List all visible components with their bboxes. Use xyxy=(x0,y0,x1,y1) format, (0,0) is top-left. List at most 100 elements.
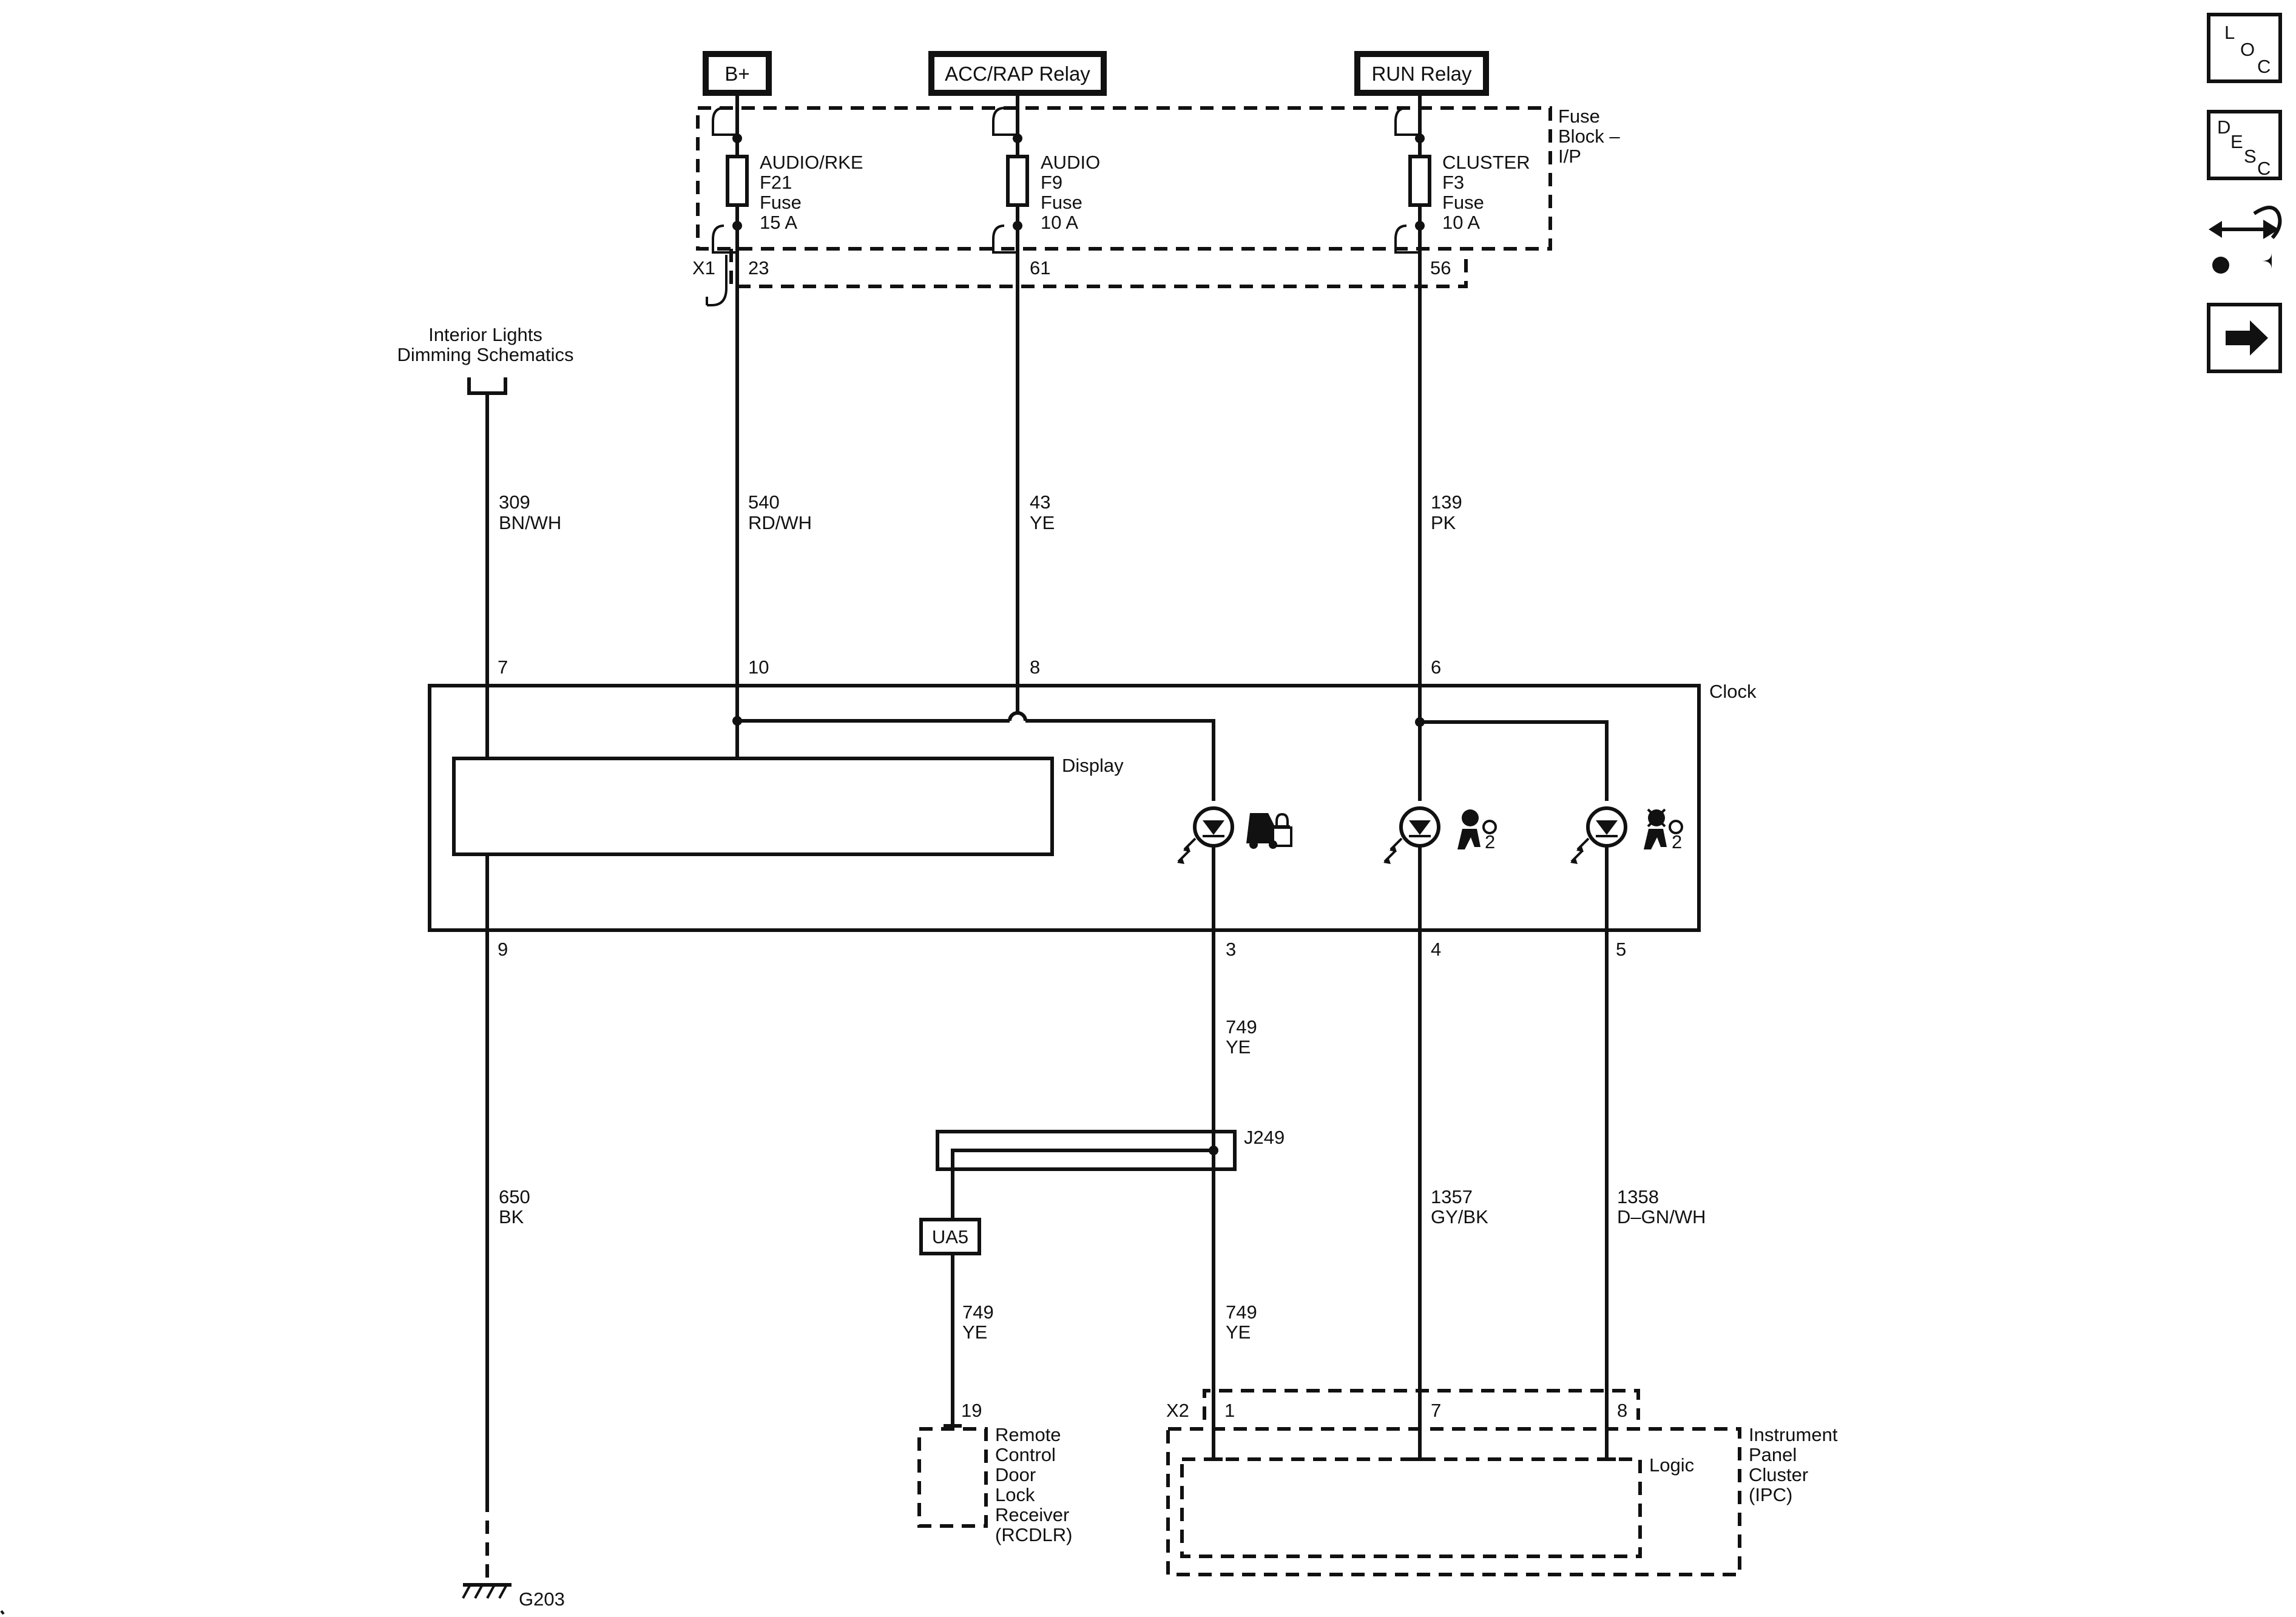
fuse-f3-rating: 10 A xyxy=(1442,212,1480,233)
clock-module: Clock 7 10 8 6 9 3 4 5 Display xyxy=(428,657,1757,960)
source-acc-rap-relay-label: ACC/RAP Relay xyxy=(945,62,1090,85)
source-b-plus-label: B+ xyxy=(724,62,749,85)
desc-letter-1: D xyxy=(2217,116,2230,138)
rcdlr-label-5: Receiver xyxy=(995,1504,1069,1525)
desc-letter-2: E xyxy=(2230,131,2243,152)
ua5-label: UA5 xyxy=(932,1226,968,1247)
interior-lights-label-2: Dimming Schematics xyxy=(397,344,573,365)
wire-309-color: BN/WH xyxy=(499,512,561,533)
next-page-button[interactable] xyxy=(2207,303,2282,373)
rcdlr-pin-19: 19 xyxy=(961,1400,982,1421)
clock-display xyxy=(452,757,1054,856)
ipc-connector-label: X2 xyxy=(1166,1400,1189,1421)
wire-650-color: BK xyxy=(499,1206,524,1227)
fuse-f3-id: F3 xyxy=(1442,172,1464,193)
connector-repair-button[interactable] xyxy=(2209,206,2282,274)
clock-pin-10: 10 xyxy=(748,657,769,678)
fuse-f3-name: CLUSTER xyxy=(1442,152,1530,173)
fuse-block-title-3: I/P xyxy=(1558,146,1581,167)
wire-540-color: RD/WH xyxy=(748,512,812,533)
fuse-f9-id: F9 xyxy=(1041,172,1062,193)
fuse-f9-name: AUDIO xyxy=(1041,152,1100,173)
clock-pin-8: 8 xyxy=(1030,657,1040,678)
airbag-off-indicator-led xyxy=(1570,806,1627,930)
wire-749a-circuit: 749 xyxy=(1226,1016,1257,1038)
clock-pin-3: 3 xyxy=(1226,939,1236,960)
connector-repair-icon xyxy=(2209,206,2282,274)
wire-309-circuit: 309 xyxy=(499,491,530,513)
wire-1358-circuit: 1358 xyxy=(1617,1186,1659,1207)
fuse-block-title-2: Block – xyxy=(1558,126,1620,147)
source-run-relay-label: RUN Relay xyxy=(1371,62,1472,85)
ipc-label-3: Cluster xyxy=(1749,1464,1808,1485)
next-arrow-icon xyxy=(2226,320,2268,356)
wire-139-color: PK xyxy=(1431,512,1456,533)
passenger-airbag-on-icon: 2 xyxy=(1457,809,1497,852)
splice-pack-j249: J249 xyxy=(936,1127,1285,1220)
source-run-relay: RUN Relay xyxy=(1354,51,1489,96)
fuse-f9: AUDIO F9 Fuse 10 A 61 xyxy=(992,93,1100,290)
ground-label: G203 xyxy=(519,1588,565,1610)
splice-j249-label: J249 xyxy=(1244,1127,1285,1148)
ipc-pin-1: 1 xyxy=(1224,1400,1235,1421)
wire-43-circuit: 43 xyxy=(1030,491,1050,513)
rcdlr-module: 19 Remote Control Door Lock Receiver (RC… xyxy=(917,1400,1072,1545)
ipc-pin-7: 7 xyxy=(1431,1400,1441,1421)
passenger-airbag-off-icon: 2 xyxy=(1644,808,1683,852)
airbag-on-indicator-led xyxy=(1383,806,1440,930)
fuse-f21-pin: 23 xyxy=(748,257,769,279)
description-view-button[interactable]: D E S C xyxy=(2207,110,2282,180)
ipc-label-4: (IPC) xyxy=(1749,1484,1792,1505)
clock-pin-5: 5 xyxy=(1616,939,1626,960)
fuse-block-title-1: Fuse xyxy=(1558,106,1600,127)
clock-pin-9: 9 xyxy=(498,939,508,960)
car-lock-icon xyxy=(1246,812,1292,849)
fuse-f21-kind: Fuse xyxy=(760,192,802,213)
fuse-f21-rating: 15 A xyxy=(760,212,797,233)
ipc-pin-8: 8 xyxy=(1617,1400,1627,1421)
rcdlr-label-1: Remote xyxy=(995,1424,1061,1445)
rcdlr-label-2: Control xyxy=(995,1444,1056,1465)
fuse-f3: CLUSTER F3 Fuse 10 A 56 xyxy=(1394,93,1530,290)
fuse-f3-pin: 56 xyxy=(1430,257,1451,279)
fuse-f21-id: F21 xyxy=(760,172,792,193)
desc-letter-4: C xyxy=(2257,158,2271,179)
source-acc-rap-relay: ACC/RAP Relay xyxy=(928,51,1107,96)
wire-139-circuit: 139 xyxy=(1431,491,1462,513)
wire-1358-color: D–GN/WH xyxy=(1617,1206,1706,1227)
wire-1357-color: GY/BK xyxy=(1431,1206,1488,1227)
wire-650-circuit: 650 xyxy=(499,1186,530,1207)
instrument-panel-cluster: X2 1 7 8 Logic Instrument Panel Cluster … xyxy=(1166,1389,1838,1576)
wire-749c-circuit: 749 xyxy=(1226,1301,1257,1323)
loc-letter-2: O xyxy=(2240,39,2255,60)
wire-749a-color: YE xyxy=(1226,1036,1251,1058)
location-view-button[interactable]: L O C xyxy=(2207,13,2282,83)
fuse-f9-pin: 61 xyxy=(1030,257,1050,279)
clock-display-label: Display xyxy=(1062,755,1124,776)
source-b-plus: B+ xyxy=(703,51,772,96)
ground-g203: G203 xyxy=(462,1583,565,1610)
clock-pin-4: 4 xyxy=(1431,939,1441,960)
wire-749c-color: YE xyxy=(1226,1322,1251,1343)
rcdlr-label-3: Door xyxy=(995,1464,1036,1485)
fuse-f21-name: AUDIO/RKE xyxy=(760,152,863,173)
fuse-f9-kind: Fuse xyxy=(1041,192,1082,213)
ipc-label-2: Panel xyxy=(1749,1444,1797,1465)
ipc-label-1: Instrument xyxy=(1749,1424,1838,1445)
clock-pin-6: 6 xyxy=(1431,657,1441,678)
clock-title: Clock xyxy=(1709,681,1757,702)
wire-43-color: YE xyxy=(1030,512,1055,533)
loc-letter-3: C xyxy=(2257,56,2271,77)
rcdlr-label-4: Lock xyxy=(995,1484,1035,1505)
interior-lights-reference[interactable]: Interior Lights Dimming Schematics xyxy=(397,324,574,395)
fuse-f9-rating: 10 A xyxy=(1041,212,1078,233)
wire-749b-color: YE xyxy=(962,1322,987,1343)
fuse-block: Fuse Block – I/P X1 AUDIO/RKE F21 Fuse 1… xyxy=(692,93,1620,306)
wire-749b-circuit: 749 xyxy=(962,1301,994,1323)
ipc-logic-label: Logic xyxy=(1649,1454,1694,1476)
loc-letter-1: L xyxy=(2224,22,2235,43)
rcdlr-label-6: (RCDLR) xyxy=(995,1524,1072,1545)
wires-lower: 650 BK 749 YE 749 YE 1 3 5 7 GY/BK 1358 D–G… xyxy=(485,930,1706,1578)
fuse-f3-kind: Fuse xyxy=(1442,192,1484,213)
